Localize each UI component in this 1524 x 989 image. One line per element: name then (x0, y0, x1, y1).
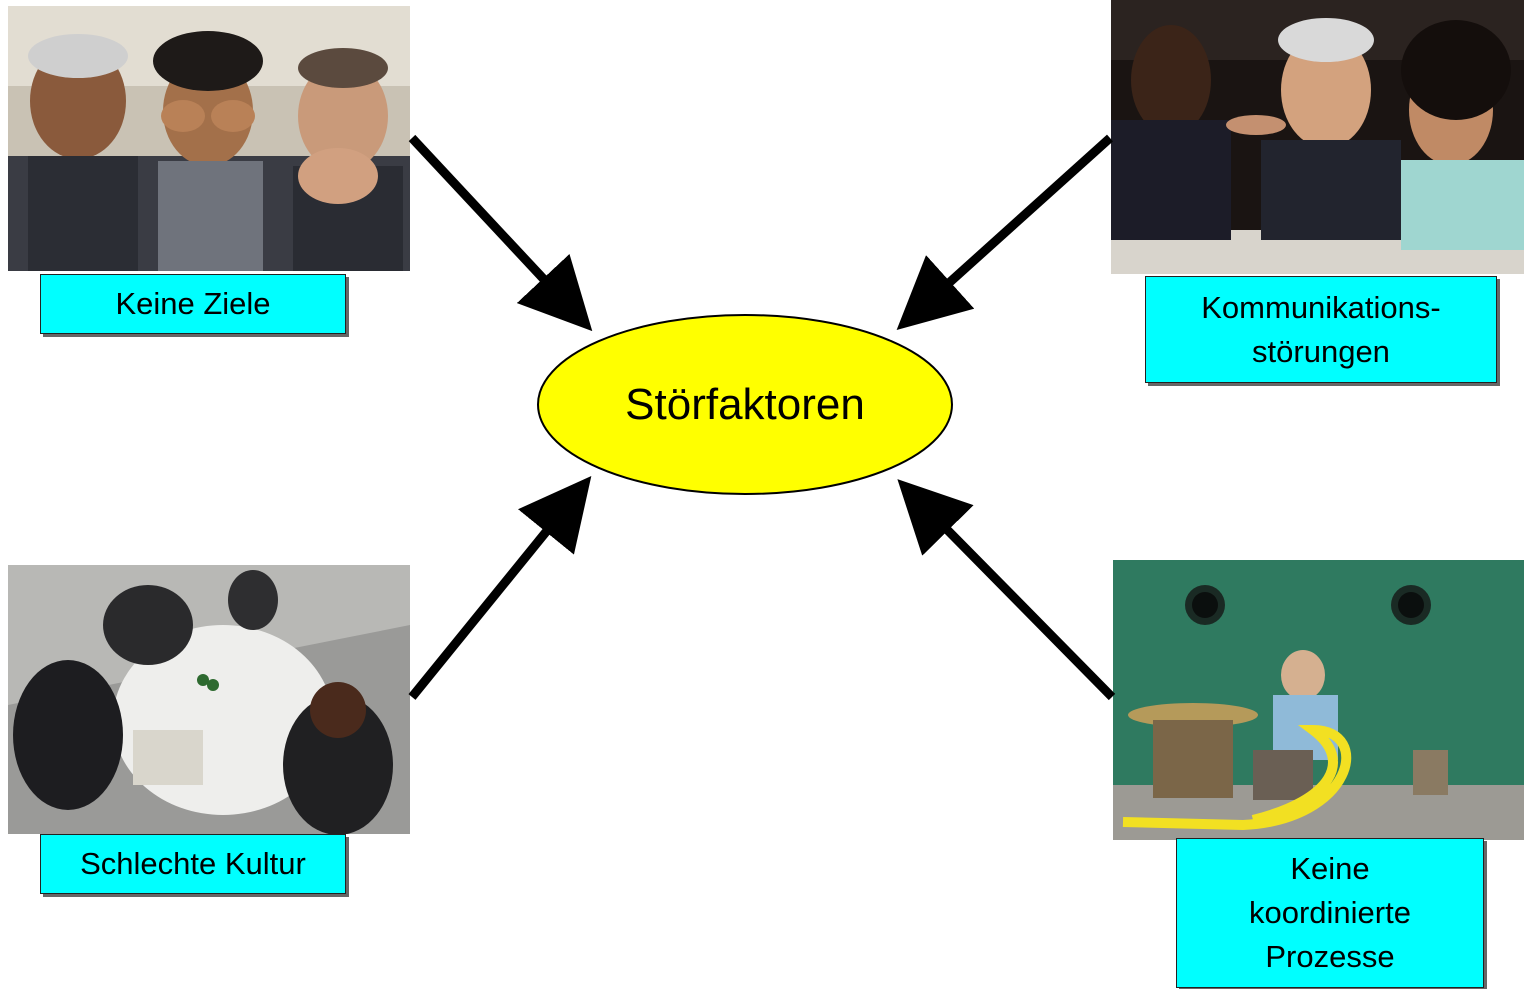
label-keine-ziele: Keine Ziele (40, 274, 346, 334)
label-kultur: Schlechte Kultur (40, 834, 346, 894)
label-kommunikation-line-1: Kommunikations- (1201, 289, 1441, 325)
photo-keine-ziele (8, 6, 410, 271)
photo-prozesse (1113, 560, 1524, 840)
photo-kultur (8, 565, 410, 834)
arrow-prozesse (897, 479, 1116, 701)
label-prozesse-line-3: Prozesse (1265, 939, 1395, 974)
label-kommunikation: Kommunikations- störungen (1145, 276, 1497, 383)
center-ellipse (537, 314, 953, 495)
label-prozesse-line-1: Keine (1290, 851, 1370, 886)
photo-kommunikation (1111, 0, 1524, 274)
label-kommunikation-line-2: störungen (1252, 333, 1390, 369)
label-keine-ziele-line-1: Keine Ziele (115, 286, 271, 321)
center-node: Störfaktoren (536, 313, 954, 496)
arrow-keine-ziele (408, 134, 593, 332)
label-prozesse: Keine koordinierte Prozesse (1176, 838, 1484, 988)
arrow-kommunikation (896, 134, 1114, 331)
label-kultur-line-1: Schlechte Kultur (80, 846, 306, 881)
label-prozesse-line-2: koordinierte (1249, 895, 1411, 930)
arrow-kultur (408, 476, 592, 700)
center-label: Störfaktoren (625, 379, 865, 429)
